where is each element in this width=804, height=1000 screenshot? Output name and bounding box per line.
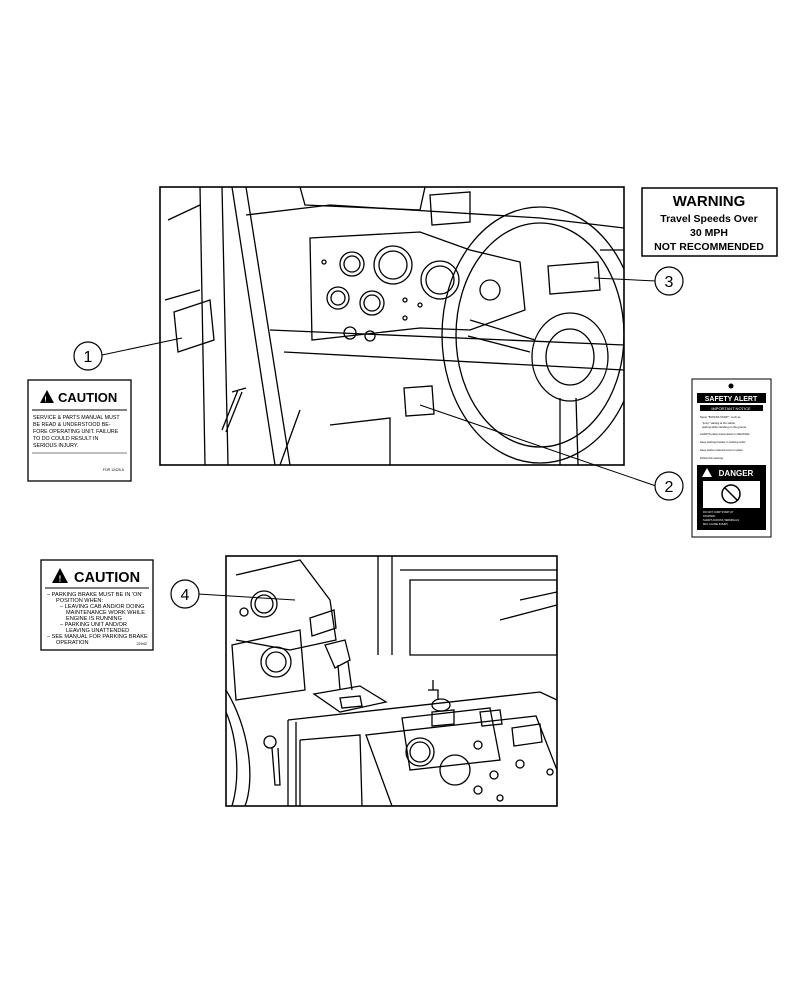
svg-text:2: 2 [665, 479, 674, 496]
callout-4: 4 [170, 579, 200, 609]
danger-title: DANGER [719, 469, 754, 478]
danger-triangle-icon [702, 468, 712, 477]
safety-alert-title: SAFETY ALERT [705, 396, 758, 403]
caution-1-body: SERVICE & PARTS MANUAL MUST BE READ & UN… [33, 415, 121, 449]
leader-lines [101, 277, 657, 601]
caution-1-part-number: FOR 12425 A [103, 468, 125, 472]
svg-text:!: ! [44, 397, 46, 404]
warning-line-2: 30 MPH [690, 227, 728, 239]
caution-1-title: CAUTION [58, 390, 117, 405]
svg-text:4: 4 [181, 587, 190, 604]
console-illustration [225, 555, 558, 807]
no-jump-start-icon [721, 484, 741, 504]
caution-2-title: CAUTION [74, 570, 140, 586]
safety-alert-decal: SAFETY ALERT IMPORTANT NOTICE Never "BYP… [691, 378, 772, 538]
danger-body: DO NOT JUMP START AT STARTER. SHORT ACRO… [703, 510, 740, 526]
caution-2-part-number: 22942 [136, 642, 147, 646]
alert-triangle-icon [40, 390, 54, 403]
svg-text:1: 1 [84, 349, 93, 366]
caution-decal-2: ! CAUTION – PARKING BRAKE MUST BE IN 'ON… [40, 559, 154, 651]
decal-2-location [403, 385, 435, 417]
caution-2-body: – PARKING BRAKE MUST BE IN 'ON' POSITION… [47, 592, 149, 646]
callout-1: 1 [73, 341, 103, 371]
svg-text:!: ! [59, 575, 62, 584]
decal-3-location [547, 261, 601, 295]
caution-decal-1: ! CAUTION SERVICE & PARTS MANUAL MUST BE… [27, 379, 132, 482]
hang-hole [728, 383, 734, 389]
warning-title: WARNING [673, 193, 746, 210]
callout-3: 3 [654, 266, 684, 296]
callout-2: 2 [654, 471, 684, 501]
warning-decal: WARNING Travel Speeds Over 30 MPH NOT RE… [641, 187, 778, 257]
safety-alert-body: Never "BYPASS START", such as "jump" sta… [700, 415, 751, 460]
dashboard-illustration [159, 186, 625, 466]
svg-text:3: 3 [665, 274, 674, 291]
warning-line-3: NOT RECOMMENDED [654, 241, 764, 253]
svg-text:IMPORTANT NOTICE: IMPORTANT NOTICE [711, 406, 751, 411]
decal-1-location [173, 299, 215, 353]
warning-line-1: Travel Speeds Over [660, 213, 757, 225]
alert-triangle-icon [52, 568, 68, 583]
